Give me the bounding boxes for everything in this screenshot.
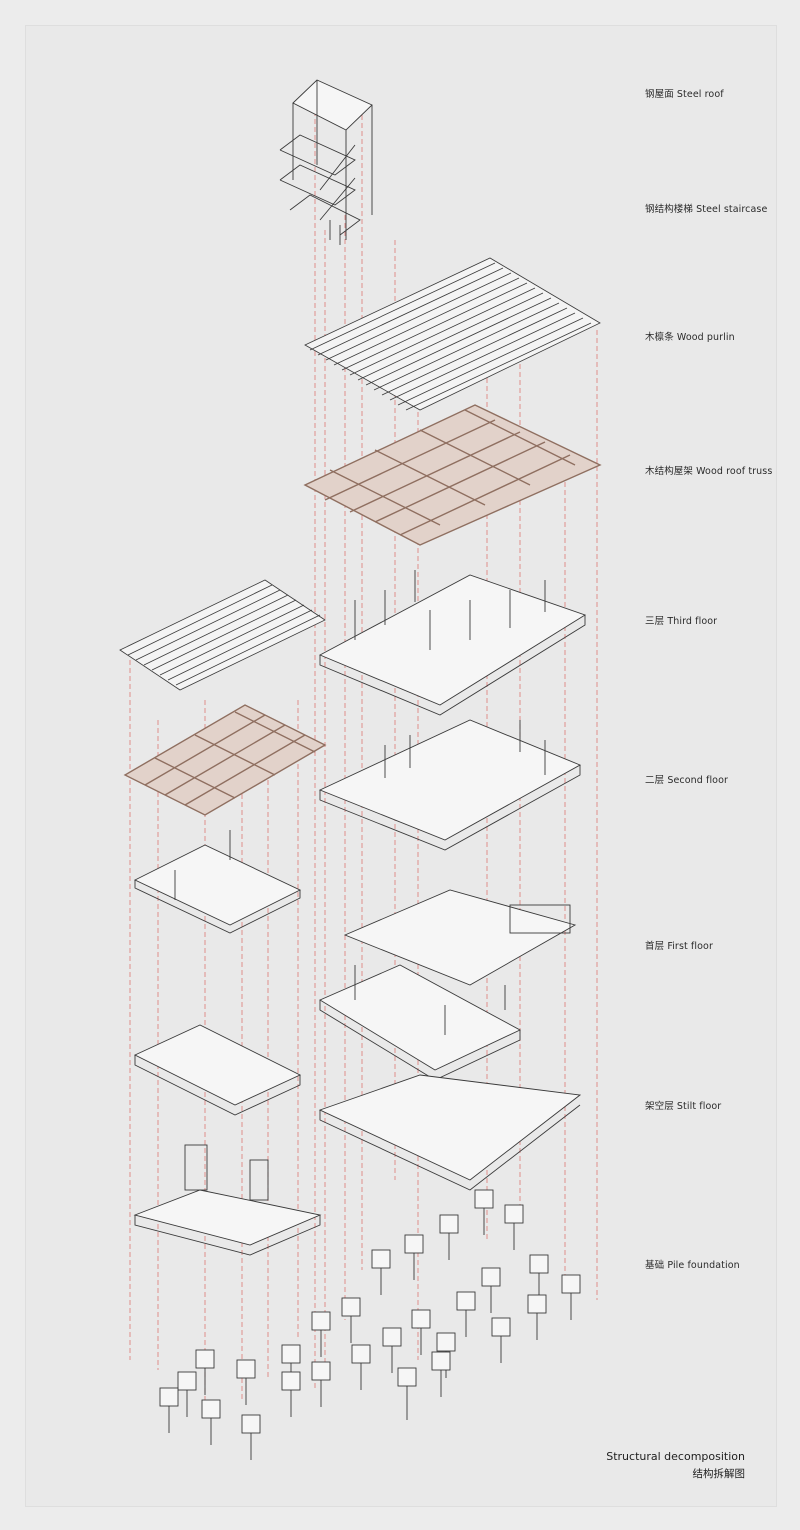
second-floor-slab — [133, 719, 582, 934]
pile-foundation — [159, 1189, 581, 1460]
wood-truss-upper — [303, 404, 602, 546]
caption-title-zh: 结构拆解图 — [692, 1468, 746, 1480]
label-wood-roof-truss: 木结构屋架 Wood roof truss — [645, 466, 773, 477]
wood-truss-left — [123, 704, 327, 816]
stilt-floor-slab — [133, 1074, 582, 1256]
label-first-floor: 首层 First floor — [645, 941, 713, 952]
label-wood-purlin: 木檩条 Wood purlin — [645, 332, 735, 343]
label-second-floor: 二层 Second floor — [645, 775, 729, 786]
label-steel-staircase: 钢结构楼梯 Steel staircase — [645, 204, 768, 215]
steel-staircase — [279, 79, 373, 245]
label-steel-roof: 钢屋面 Steel roof — [645, 89, 724, 100]
caption-title-en: Structural decomposition — [606, 1450, 745, 1463]
third-floor-slab — [318, 570, 587, 716]
wood-purlin-left — [119, 579, 326, 691]
label-pile-foundation: 基础 Pile foundation — [645, 1260, 740, 1271]
label-stilt-floor: 架空层 Stilt floor — [645, 1101, 722, 1112]
caption: Structural decomposition 结构拆解图 — [606, 1450, 745, 1481]
label-third-floor: 三层 Third floor — [645, 616, 718, 627]
first-floor-slab — [133, 889, 577, 1116]
wood-purlin-upper — [304, 257, 601, 411]
